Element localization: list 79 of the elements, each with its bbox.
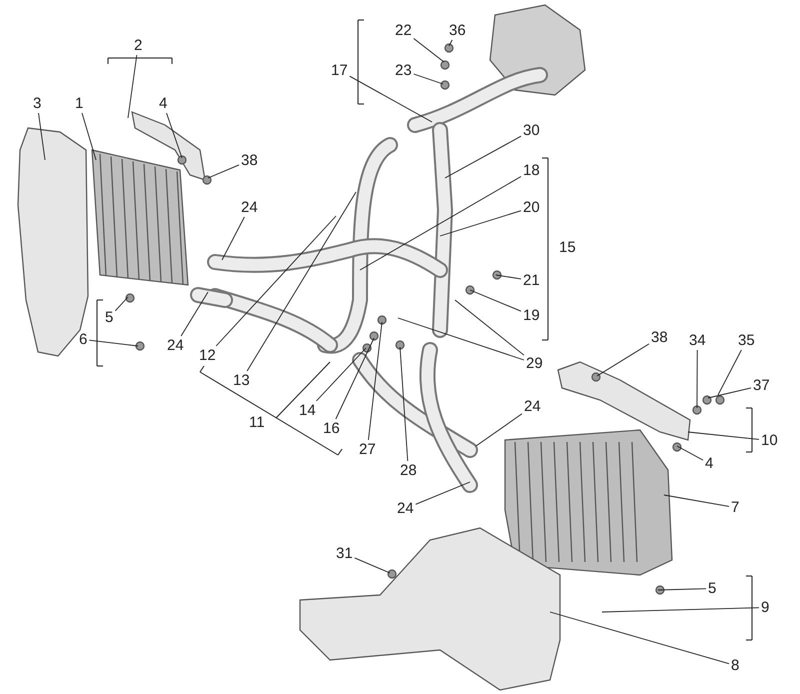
leader-line [354,557,390,574]
callout-number: 4 [158,95,168,112]
callout-number: 37 [752,377,771,394]
leader-line [360,176,522,270]
leader-line [664,494,730,507]
leader-line [413,38,444,62]
leader-line [496,274,522,280]
leader-line [316,348,366,402]
leader-line [602,607,760,612]
callout-number: 35 [737,332,756,349]
leader-line [476,413,522,446]
leader-line [413,74,444,84]
callout-number: 34 [688,332,707,349]
leader-line [166,112,182,158]
leader-line [440,210,522,236]
callout-number: 22 [394,22,413,39]
leader-line [216,216,336,346]
leader-line [88,340,138,346]
leader-line [708,387,752,398]
leader-line [400,346,408,462]
leader-line [38,112,46,160]
leader-line [454,300,524,356]
callout-number: 38 [240,152,259,169]
callout-number: 4 [704,455,714,472]
callout-number: 2 [133,37,144,54]
leader-line [246,192,356,372]
leader-line [658,588,706,590]
callout-number: 3 [32,95,42,112]
leader-line [415,482,470,505]
callout-number: 27 [358,441,377,458]
callout-number: 23 [394,62,413,79]
callout-number: 17 [330,62,349,79]
leader-line [114,296,128,312]
callout-number: 11 [248,414,266,431]
leader-line [470,290,522,312]
callout-number: 24 [396,500,415,517]
callout-number: 18 [522,162,541,179]
leader-line [349,76,432,122]
callout-number: 14 [298,402,317,419]
leader-line [550,612,730,664]
leader-line [335,338,374,420]
callout-number: 15 [558,239,577,256]
callout-number: 10 [760,432,779,449]
callout-number: 36 [448,22,467,39]
leader-line [688,432,760,440]
callout-number: 28 [399,462,418,479]
callout-number: 21 [522,272,541,289]
callout-number: 12 [198,347,217,364]
leader-line [82,112,96,160]
leader-line [676,446,704,461]
callout-number: 5 [104,309,114,326]
callout-number: 7 [730,499,740,516]
callout-number: 16 [322,420,341,437]
leader-line [208,164,240,178]
callout-number: 8 [730,657,740,674]
leader-line [448,40,453,46]
leader-line [696,350,698,408]
leader-line [718,350,742,396]
callout-number: 31 [335,545,354,562]
leader-line [222,216,245,260]
callout-number: 24 [240,199,259,216]
leader-line [596,343,650,376]
leader-line [444,136,522,178]
callout-number: 5 [707,580,718,597]
callout-number: 20 [522,199,541,216]
leader-line [128,54,138,118]
callout-number: 1 [74,95,84,112]
leader-line [398,318,524,360]
callout-number: 24 [523,398,542,415]
leader-line [368,322,382,440]
leader-line [180,292,208,336]
callout-number: 13 [232,372,251,389]
callout-number: 19 [522,307,541,324]
callout-number: 38 [650,329,669,346]
callout-number: 24 [166,337,185,354]
callout-number: 30 [522,122,541,139]
callout-number: 9 [760,599,770,616]
callout-number: 6 [78,331,88,348]
callout-number: 29 [525,355,544,372]
